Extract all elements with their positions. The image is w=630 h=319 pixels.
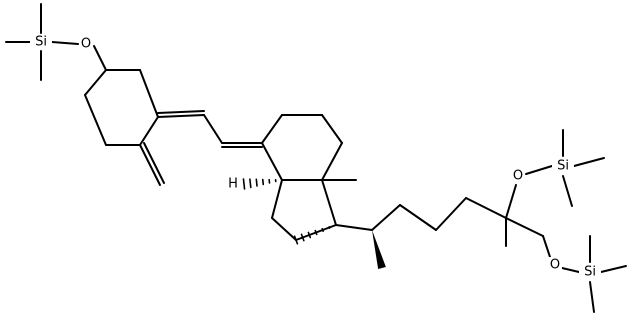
bond-o3-si3 <box>561 267 580 273</box>
bond-si2-methyl-bottom <box>562 175 573 207</box>
bond-ring-c <box>321 114 343 144</box>
bond-ring-c <box>321 142 343 181</box>
svg-text:O: O <box>550 258 560 273</box>
bond-ring-d <box>321 179 337 226</box>
hash-line <box>300 233 305 242</box>
label-si-2: Si <box>552 158 574 174</box>
bond-sidechain <box>371 204 401 231</box>
hash-line <box>314 229 318 236</box>
stereo-bonds <box>242 178 386 270</box>
hash-line <box>307 231 312 239</box>
svg-text:Si: Si <box>584 265 596 280</box>
bond-diene-1 <box>157 114 205 118</box>
hash-line <box>255 178 258 187</box>
bond-exocyclic-methylene <box>139 144 161 186</box>
hash-line <box>261 178 265 186</box>
label-o-3: O <box>548 257 562 273</box>
label-o-1: O <box>79 36 93 52</box>
bond-o1-c3 <box>93 45 107 71</box>
hash-line <box>249 178 252 189</box>
svg-text:H: H <box>228 177 238 192</box>
bond-quaternary-ch2 <box>505 217 544 237</box>
bond-ring-a <box>84 69 107 96</box>
bond-ring-a <box>139 116 159 146</box>
svg-text:O: O <box>513 169 523 184</box>
bond-si3-methyl-bottom <box>589 281 595 313</box>
bond-ring-c <box>261 114 283 144</box>
label-stereo-h: H <box>226 176 240 192</box>
bond-si3-methyl-right <box>600 265 627 273</box>
hashed-bond-ring-fusion-h <box>242 178 277 190</box>
svg-text:Si: Si <box>557 159 569 174</box>
bond-ch2-o3 <box>542 235 551 258</box>
bond-si1-o1 <box>51 41 79 45</box>
bond-sidechain <box>435 197 467 231</box>
bond-chain <box>203 114 223 144</box>
bond-ring-a <box>139 69 159 118</box>
svg-text:Si: Si <box>35 35 47 50</box>
bond-o2-si2 <box>525 165 553 175</box>
label-o-2: O <box>511 168 525 184</box>
bond-ring-d <box>271 179 283 219</box>
bond-sidechain <box>399 204 437 231</box>
bond-network <box>5 3 627 313</box>
bond-diene-1 <box>157 110 205 114</box>
hashed-bond-ring-d <box>293 226 331 245</box>
svg-text:O: O <box>81 37 91 52</box>
hash-line <box>293 235 299 245</box>
label-si-3: Si <box>579 264 601 280</box>
bond-sidechain <box>465 197 507 219</box>
hash-line <box>242 178 246 190</box>
wedge-bond-methyl <box>372 230 386 270</box>
bond-sidechain <box>335 224 373 231</box>
bond-si2-methyl-right <box>573 157 605 167</box>
hash-line <box>321 227 324 233</box>
bond-exocyclic-methylene <box>143 142 165 184</box>
bond-ring-d <box>271 217 297 241</box>
bond-ring-c <box>261 142 283 181</box>
bond-ring-a <box>84 94 107 146</box>
bond-quaternary-o2 <box>505 184 517 219</box>
atom-labels: Si O O Si O Si H <box>30 34 601 280</box>
label-si-1: Si <box>30 34 52 50</box>
